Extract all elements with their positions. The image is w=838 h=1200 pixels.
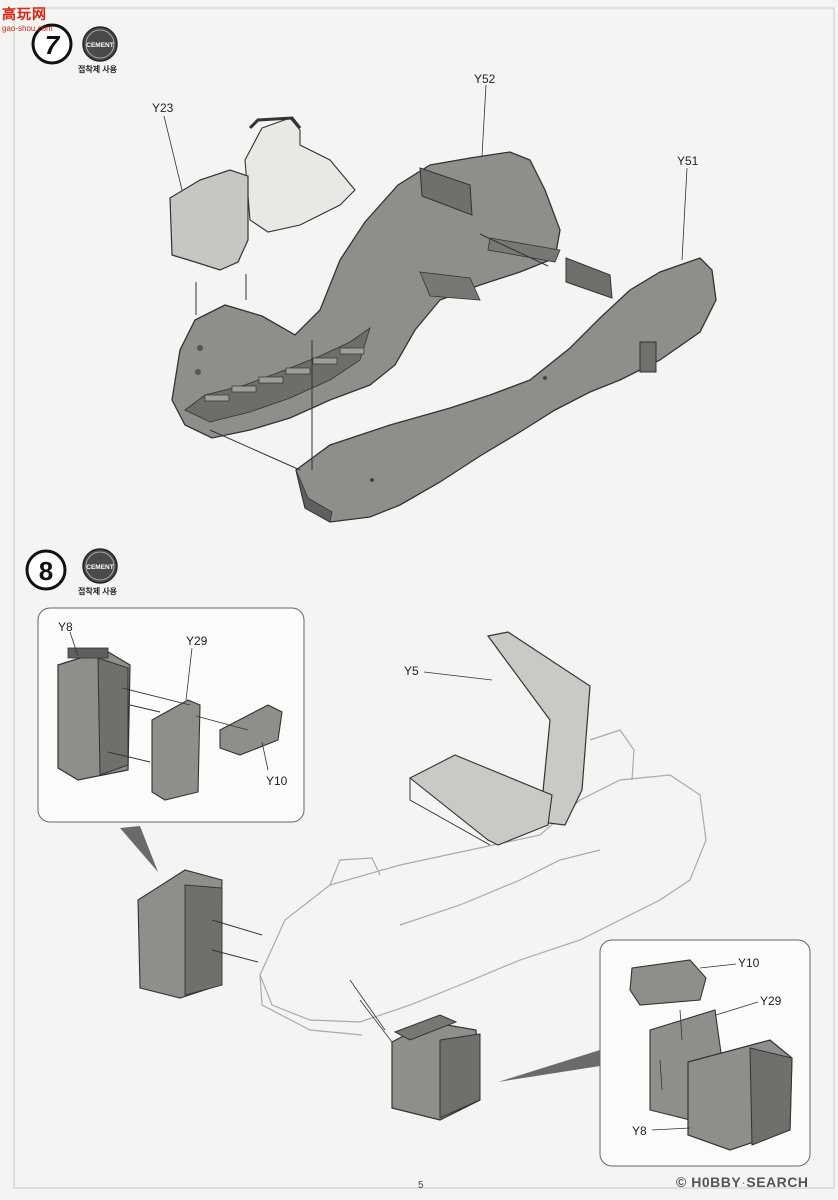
step-8-number: 8 bbox=[39, 556, 53, 586]
label-y8: Y8 bbox=[58, 620, 73, 634]
logo-hobby: H0BBY bbox=[691, 1174, 742, 1190]
callout-pointer-left bbox=[120, 826, 158, 872]
label-y5: Y5 bbox=[404, 664, 419, 678]
label-y51: Y51 bbox=[677, 154, 699, 168]
cement-icon-step-7: CEMENT bbox=[82, 26, 118, 62]
detail-box-right bbox=[599, 939, 811, 1167]
label-y29-b: Y29 bbox=[760, 994, 782, 1008]
watermark: 高玩网 gao-shou.com bbox=[2, 4, 80, 33]
part-y5-seat bbox=[408, 631, 591, 846]
label-y10-b: Y10 bbox=[738, 956, 760, 970]
page-frame bbox=[13, 7, 835, 1189]
cement-note-8: 접착제 사용 bbox=[78, 587, 118, 596]
detail-box-left bbox=[37, 607, 305, 823]
watermark-site: 高玩网 bbox=[2, 6, 47, 22]
cement-note-7: 접착제 사용 bbox=[78, 65, 118, 74]
label-y29: Y29 bbox=[186, 634, 208, 648]
part-y23-panel bbox=[169, 116, 356, 271]
step-8-leader-lines bbox=[423, 671, 493, 681]
label-y23: Y23 bbox=[152, 101, 174, 115]
hobbysearch-logo: © H0BBY·SEARCH bbox=[676, 1174, 809, 1190]
label-y8-b: Y8 bbox=[632, 1124, 647, 1138]
assembled-case-left bbox=[137, 869, 263, 999]
part-bag-center bbox=[349, 979, 481, 1121]
callout-pointer-right bbox=[498, 1050, 600, 1082]
cement-label-8: CEMENT bbox=[86, 564, 113, 571]
car-body-outline bbox=[259, 729, 707, 1036]
part-y52-main-tub bbox=[171, 151, 561, 439]
hobbysearch-mark-icon: © bbox=[676, 1174, 687, 1190]
step-7-badge: 7 bbox=[31, 23, 73, 65]
logo-search: SEARCH bbox=[746, 1174, 809, 1190]
page-number: 5 bbox=[418, 1180, 424, 1191]
label-y10: Y10 bbox=[266, 774, 288, 788]
label-y52: Y52 bbox=[474, 72, 496, 86]
cement-label-7: CEMENT bbox=[86, 42, 113, 49]
watermark-url: gao-shou.com bbox=[2, 24, 53, 33]
step-7-number: 7 bbox=[45, 30, 61, 60]
step-8-badge: 8 bbox=[25, 549, 67, 591]
step-7-leader-lines bbox=[163, 84, 688, 261]
cement-icon-step-8: CEMENT bbox=[82, 548, 118, 584]
step-7-guide-lines bbox=[195, 233, 549, 471]
part-y51-side-panel bbox=[295, 257, 717, 523]
